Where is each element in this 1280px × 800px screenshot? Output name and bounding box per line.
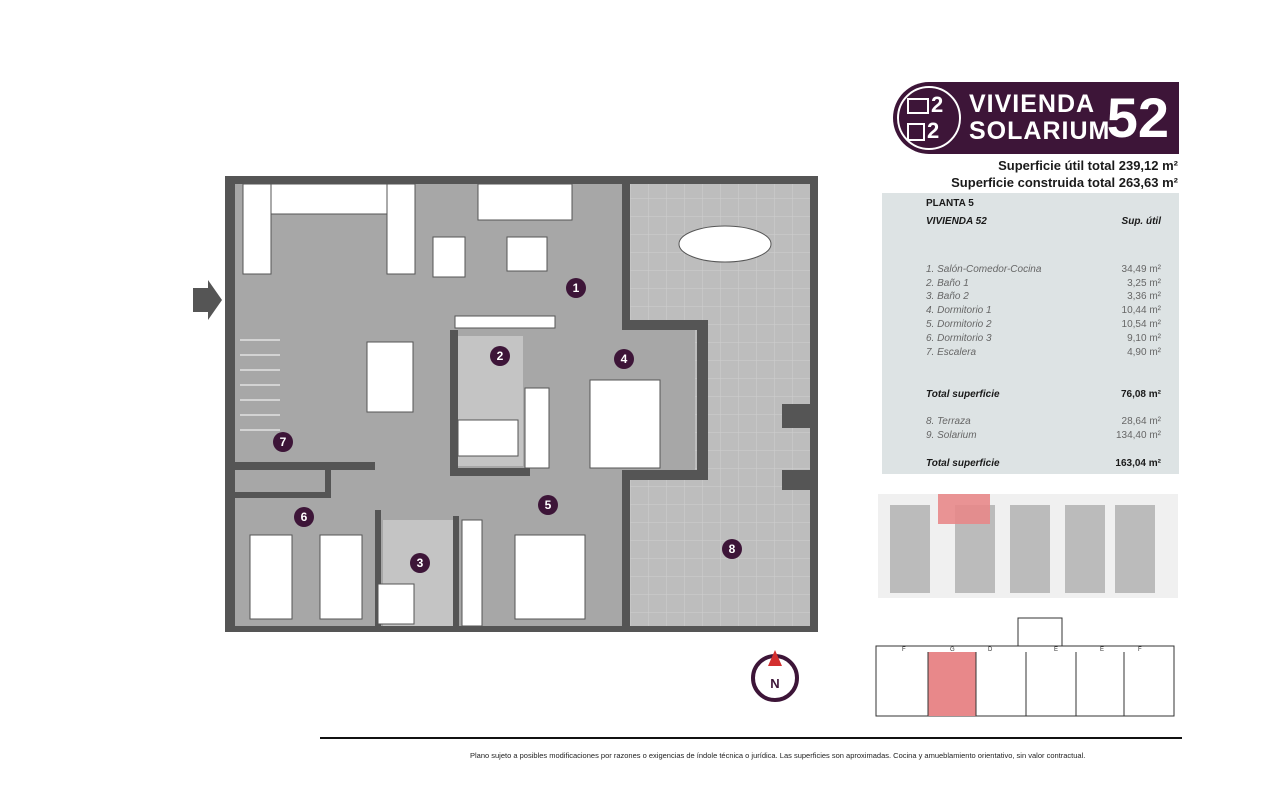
room-area: 3,25 m² [1127, 278, 1161, 289]
keyplan-letter: F [902, 647, 906, 653]
column-header: Sup. útil [1121, 216, 1161, 227]
bedroom-count: 2 [931, 92, 944, 117]
marker-7: 7 [280, 435, 287, 449]
compass-icon: N [751, 650, 799, 702]
outdoor-area: 28,64 m² [1121, 416, 1161, 427]
keyplan-letter: E [1100, 647, 1104, 653]
badge-icon-circle [897, 86, 961, 150]
outdoor-label: 8. Terraza [926, 416, 971, 427]
bath-icon [907, 123, 925, 142]
bathroom-count: 2 [927, 118, 940, 143]
room-area: 3,36 m² [1127, 291, 1161, 302]
room-area: 9,10 m² [1127, 333, 1161, 344]
badge-title-line2: SOLARIUM [969, 117, 1111, 145]
room-label: 4. Dormitorio 1 [926, 305, 992, 316]
room-label: 7. Escalera [926, 347, 977, 358]
unit-number: 52 [1106, 86, 1169, 149]
unit-badge: 2 2 VIVIENDA SOLARIUM 52 [893, 82, 1179, 154]
bed-icon [907, 98, 929, 115]
footer-rule [320, 737, 1182, 739]
total-value: 163,04 m² [1115, 458, 1161, 469]
room-label: 5. Dormitorio 2 [926, 319, 992, 330]
elevation-diagram [878, 494, 1178, 598]
unit-label: VIVIENDA 52 [926, 216, 987, 227]
keyplan-letter: D [988, 647, 993, 653]
total-label: Total superficie [926, 389, 1000, 400]
room-label: 1. Salón-Comedor-Cocina [926, 264, 1042, 275]
keyplan-letter: F [1138, 647, 1142, 653]
marker-2: 2 [497, 349, 504, 363]
bathroom-count-row: 2 [907, 120, 939, 142]
built-surface-total: Superficie construida total 263,63 m² [951, 175, 1178, 190]
outdoor-label: 9. Solarium [926, 430, 977, 441]
surface-table: PLANTA 5 VIVIENDA 52 Sup. útil 1. Salón-… [882, 193, 1179, 474]
key-plan: F G D E E F [875, 617, 1175, 717]
stairs [240, 339, 280, 431]
room-area: 10,44 m² [1121, 305, 1161, 316]
room-area: 4,90 m² [1127, 347, 1161, 358]
entrance-arrow-icon [193, 280, 222, 320]
marker-8: 8 [729, 542, 736, 556]
walls [225, 176, 818, 632]
floor-label: PLANTA 5 [926, 198, 974, 209]
keyplan-letter: G [950, 647, 955, 653]
outdoor-area: 134,40 m² [1115, 430, 1161, 441]
furniture [242, 183, 661, 627]
useful-surface-total: Superficie útil total 239,12 m² [998, 158, 1178, 173]
marker-3: 3 [417, 556, 424, 570]
marker-1: 1 [573, 281, 580, 295]
marker-5: 5 [545, 498, 552, 512]
room-label: 3. Baño 2 [926, 291, 969, 302]
disclaimer: Plano sujeto a posibles modificaciones p… [470, 751, 1086, 760]
room-label: 6. Dormitorio 3 [926, 333, 992, 344]
room-area: 34,49 m² [1121, 264, 1161, 275]
room-markers [273, 278, 742, 573]
total-label: Total superficie [926, 458, 1000, 469]
marker-6: 6 [301, 510, 308, 524]
badge-title-line1: VIVIENDA [969, 90, 1096, 118]
room-area: 10,54 m² [1121, 319, 1161, 330]
bedroom-count-row: 2 [907, 94, 943, 116]
total-value: 76,08 m² [1120, 389, 1161, 400]
terrace-table [678, 225, 772, 263]
compass-label: N [770, 676, 779, 691]
room-label: 2. Baño 1 [926, 278, 969, 289]
keyplan-letter: E [1054, 647, 1058, 653]
marker-4: 4 [621, 352, 628, 366]
